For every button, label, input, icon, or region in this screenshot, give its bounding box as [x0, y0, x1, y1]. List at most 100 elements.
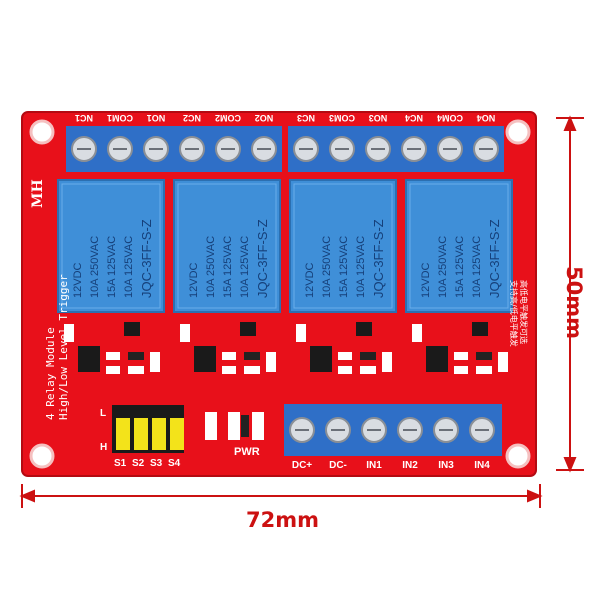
relay-highlight: [177, 183, 277, 309]
width-arrow-left: [19, 489, 35, 503]
relay-spec-line: 10A 125VAC: [471, 235, 483, 298]
optocoupler-2: [194, 346, 216, 372]
trigger-jumper-header: [112, 405, 184, 453]
led: [150, 352, 160, 372]
diode: [412, 324, 422, 342]
silk-jumper-l: L: [100, 408, 107, 419]
relay-spec-line: 12VDC: [72, 262, 84, 298]
top-pin-label: NO2: [254, 113, 274, 123]
led: [266, 352, 276, 372]
resistor: [222, 352, 236, 360]
transistor-4: [472, 322, 488, 336]
transistor-1: [124, 322, 140, 336]
power-resistor-1: [228, 412, 240, 440]
top-pin-label: NC4: [405, 113, 424, 123]
top-terminal-blocks: [66, 126, 504, 172]
jumper-s3: [152, 418, 166, 450]
relay-spec-line: 10A 125VAC: [123, 235, 135, 298]
diode: [180, 324, 190, 342]
silk-chinese-line1: 高低电平触发可选: [519, 280, 528, 344]
relay-2: [173, 179, 281, 313]
bottom-pin-label: DC+: [291, 460, 313, 471]
mounting-hole-top-right: [505, 119, 531, 145]
resistor: [338, 352, 352, 360]
relay-spec-line: JQC-3FF-S-Z: [487, 219, 502, 298]
silk-module-name: 4 Relay Module: [44, 327, 57, 420]
driver-components: [64, 322, 508, 374]
bottom-pin-label: IN4: [474, 460, 490, 471]
silk-pwr: PWR: [234, 446, 260, 458]
height-dimension-label: 50mm: [562, 266, 586, 339]
led: [382, 352, 392, 372]
diode: [64, 324, 74, 342]
resistor: [106, 352, 120, 360]
height-arrow-bottom: [563, 457, 577, 473]
mounting-hole-top-left: [29, 119, 55, 145]
power-led: [205, 412, 217, 440]
relay-spec-line: 10A 125VAC: [355, 235, 367, 298]
top-pin-label: NO3: [368, 113, 388, 123]
bottom-pin-label: IN3: [438, 460, 454, 471]
relay-spec-line: 12VDC: [188, 262, 200, 298]
relay-spec-line: 15A 125VAC: [338, 235, 350, 298]
relay-spec-line: 12VDC: [420, 262, 432, 298]
smd-component: [476, 352, 492, 360]
smd-component: [128, 352, 144, 360]
top-pin-label: COM4: [437, 113, 464, 123]
top-pin-label: COM1: [107, 113, 134, 123]
resistor: [454, 352, 468, 360]
smd-component: [244, 352, 260, 360]
top-pin-label: COM3: [329, 113, 356, 123]
relay-4: [405, 179, 513, 313]
silk-trigger-text: High/Low Level Trigger: [57, 274, 70, 420]
resistor: [338, 366, 352, 374]
relay-spec-line: 10A 250VAC: [321, 235, 333, 298]
jumper-s1: [116, 418, 130, 450]
relay-spec-line: 10A 250VAC: [437, 235, 449, 298]
optocoupler-4: [426, 346, 448, 372]
resistor: [360, 366, 376, 374]
terminal-block-bottom: [284, 404, 502, 456]
relay-3-label: 12VDC 10A 250VAC 15A 125VAC 10A 125VAC JQC-3…: [302, 219, 387, 298]
bottom-pin-label: IN2: [402, 460, 418, 471]
silk-module-text: 4 Relay Module High/Low Level Trigger: [44, 274, 70, 420]
resistor: [222, 366, 236, 374]
top-pin-label: NC2: [183, 113, 202, 123]
power-smd-resistor: [241, 415, 249, 437]
silk-chinese-note: 高低电平触发可选 支持高/低电平触发: [508, 280, 528, 347]
bottom-pin-label: DC-: [329, 460, 347, 471]
jumper-s2: [134, 418, 148, 450]
relay-1: [57, 179, 165, 313]
bottom-terminal-block: [284, 404, 502, 456]
mounting-hole-bottom-left: [29, 443, 55, 469]
relay-spec-line: JQC-3FF-S-Z: [371, 219, 386, 298]
height-arrow-top: [563, 115, 577, 131]
width-dimension-label: 72mm: [246, 508, 319, 532]
top-pin-label: NC1: [75, 113, 94, 123]
led: [498, 352, 508, 372]
relay-highlight: [61, 183, 161, 309]
top-pin-label: COM2: [215, 113, 242, 123]
terminal-block-top-2: [288, 126, 504, 172]
silk-mh: MH: [30, 179, 46, 208]
resistor: [476, 366, 492, 374]
transistor-2: [240, 322, 256, 336]
relay-4-label: 12VDC 10A 250VAC 15A 125VAC 10A 125VAC JQC-3…: [418, 219, 503, 298]
relay-spec-line: 15A 125VAC: [106, 235, 118, 298]
relay-spec-line: 10A 125VAC: [239, 235, 251, 298]
width-arrow-right: [527, 489, 543, 503]
relay-3: [289, 179, 397, 313]
top-pin-label: NC3: [297, 113, 316, 123]
jumper-label: S4: [168, 458, 181, 469]
silk-jumper-h: H: [100, 442, 108, 453]
mounting-hole-bottom-right: [505, 443, 531, 469]
optocoupler-1: [78, 346, 100, 372]
jumper-label: S1: [114, 458, 127, 469]
terminal-block-top-1: [66, 126, 282, 172]
relay-spec-line: 15A 125VAC: [454, 235, 466, 298]
relay-spec-line: 12VDC: [304, 262, 316, 298]
